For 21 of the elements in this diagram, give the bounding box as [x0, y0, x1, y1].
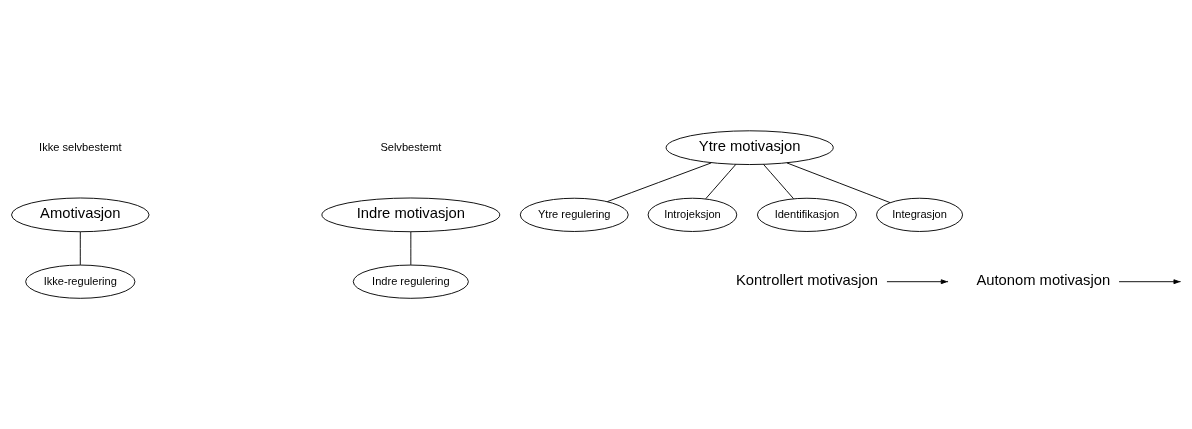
node-text: Autonom motivasjon [976, 272, 1111, 289]
node-ellipse: Amotivasjon [11, 197, 150, 233]
connector [705, 163, 737, 200]
connector [763, 163, 795, 200]
node-ellipse: Identifikasjon [756, 197, 857, 232]
node-ellipse: Ytre regulering [519, 197, 629, 232]
arrow [1118, 279, 1180, 285]
connector [410, 231, 412, 266]
node-text: Kontrollert motivasjon [735, 272, 878, 289]
connector [786, 162, 891, 203]
label: Ikke selvbestemt [39, 140, 122, 153]
node-ellipse: Indre regulering [352, 264, 469, 299]
node-ellipse: Ikke-regulering [25, 264, 136, 299]
node-ellipse: Integrasjon [876, 197, 963, 232]
node-ellipse: Introjeksjon [647, 197, 738, 232]
label: Selvbestemt [380, 140, 442, 153]
connector [606, 162, 712, 203]
node-ellipse: Ytre motivasjon [665, 130, 834, 165]
arrow [886, 279, 948, 285]
connector [79, 231, 81, 266]
node-ellipse: Indre motivasjon [321, 197, 501, 233]
